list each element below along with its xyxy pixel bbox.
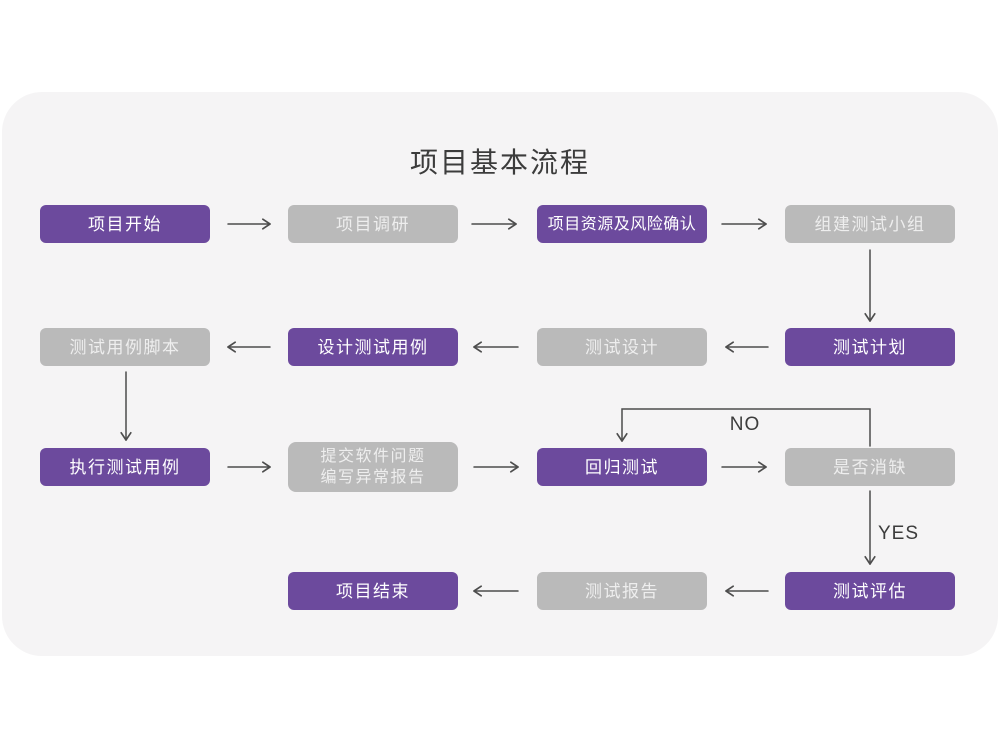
flowchart-card bbox=[2, 92, 998, 656]
node-label: 测试设计 bbox=[585, 337, 659, 357]
flow-node-project-research: 项目调研 bbox=[288, 205, 458, 243]
flow-node-project-resources-risk: 项目资源及风险确认 bbox=[537, 205, 707, 243]
node-label: 项目开始 bbox=[88, 214, 162, 234]
node-label: 测试评估 bbox=[833, 581, 907, 601]
node-label: 设计测试用例 bbox=[317, 337, 429, 357]
flow-node-design-test-case: 设计测试用例 bbox=[288, 328, 458, 366]
node-label: 测试用例脚本 bbox=[69, 337, 181, 357]
flow-node-project-end: 项目结束 bbox=[288, 572, 458, 610]
flow-node-test-evaluation: 测试评估 bbox=[785, 572, 955, 610]
page-title: 项目基本流程 bbox=[409, 147, 590, 178]
node-label: 测试报告 bbox=[585, 581, 659, 601]
flow-node-build-test-team: 组建测试小组 bbox=[785, 205, 955, 243]
flow-node-test-plan: 测试计划 bbox=[785, 328, 955, 366]
flow-node-test-report: 测试报告 bbox=[537, 572, 707, 610]
node-label: 测试计划 bbox=[833, 337, 907, 357]
node-label: 项目结束 bbox=[336, 581, 410, 601]
node-label: 执行测试用例 bbox=[69, 457, 181, 477]
node-label-line2: 编写异常报告 bbox=[320, 469, 426, 486]
node-label: 组建测试小组 bbox=[814, 214, 926, 234]
flow-node-execute-test-case: 执行测试用例 bbox=[40, 448, 210, 486]
node-label-line1: 提交软件问题 bbox=[320, 448, 426, 465]
node-label: 回归测试 bbox=[585, 457, 659, 477]
flow-node-regression-test: 回归测试 bbox=[537, 448, 707, 486]
node-label: 是否消缺 bbox=[833, 457, 907, 477]
flow-node-test-case-script: 测试用例脚本 bbox=[40, 328, 210, 366]
node-label: 项目调研 bbox=[336, 214, 410, 234]
flow-node-test-design: 测试设计 bbox=[537, 328, 707, 366]
edge-label-yes: YES bbox=[878, 523, 920, 544]
flow-node-defect-cleared: 是否消缺 bbox=[785, 448, 955, 486]
node-label: 项目资源及风险确认 bbox=[547, 215, 697, 233]
edge-label-no: NO bbox=[729, 414, 761, 435]
flow-node-project-start: 项目开始 bbox=[40, 205, 210, 243]
flow-node-submit-issue-report: 提交软件问题 编写异常报告 bbox=[288, 442, 458, 492]
